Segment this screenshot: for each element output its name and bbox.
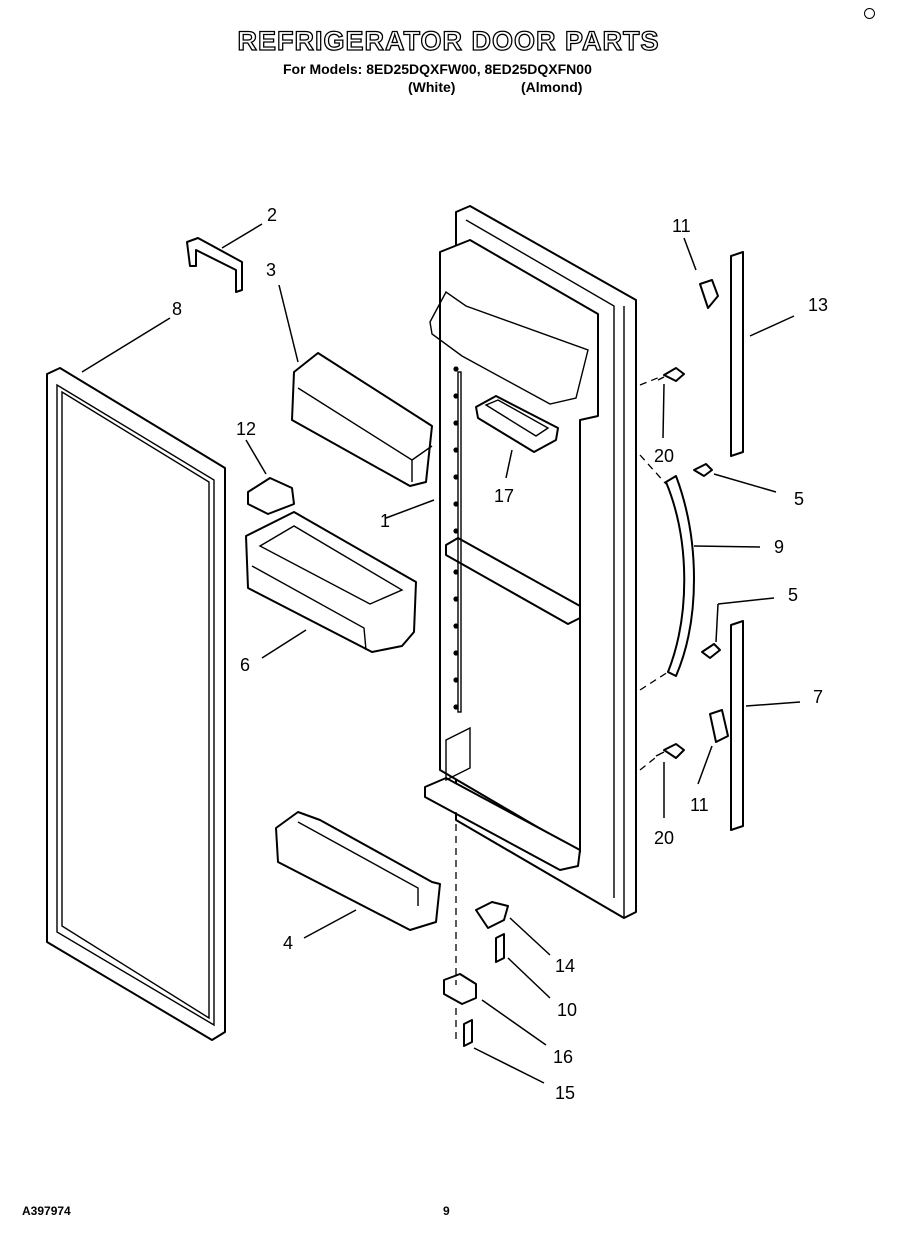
callout-9: 9 (774, 537, 784, 557)
clip (186, 237, 243, 293)
hinge-bushing (475, 901, 509, 929)
callout-labels: 2 3 8 12 1 17 6 4 11 13 20 5 9 5 7 11 20… (172, 205, 828, 1103)
door-handle (665, 475, 695, 677)
callout-11-upper: 11 (672, 216, 691, 236)
color-label-almond: (Almond) (521, 79, 583, 95)
small-bin (475, 395, 559, 453)
handle-screw-upper (693, 463, 713, 477)
handle-screw-lower (701, 643, 721, 659)
hinge-screw (495, 933, 505, 963)
door-gasket (46, 367, 226, 1041)
callout-1: 1 (380, 511, 390, 531)
models-line: For Models: 8ED25DQXFW00, 8ED25DQXFN00 (283, 61, 592, 77)
callout-16: 16 (553, 1047, 573, 1067)
assembly-lines (455, 376, 669, 1040)
callout-17: 17 (494, 486, 514, 506)
callout-12: 12 (236, 419, 256, 439)
callout-7: 7 (813, 687, 823, 707)
drawing-id: A397974 (22, 1204, 71, 1218)
trim-strip-lower (730, 620, 744, 831)
callout-10: 10 (557, 1000, 577, 1020)
handle-clip-lower (709, 709, 729, 743)
screw-lower (655, 743, 685, 759)
door-liner-holes (453, 366, 459, 710)
door-assembly (424, 205, 637, 919)
callout-5-upper: 5 (794, 489, 804, 509)
callout-15: 15 (555, 1083, 575, 1103)
callout-20-upper: 20 (654, 446, 674, 466)
door-bin (245, 511, 417, 653)
hinge-bracket (443, 973, 477, 1005)
callout-8: 8 (172, 299, 182, 319)
bottom-bin (275, 811, 441, 931)
handle-clip-upper (699, 279, 719, 309)
corner-registration-mark (864, 8, 875, 19)
callout-4: 4 (283, 933, 293, 953)
color-label-white: (White) (408, 79, 456, 95)
callout-20-lower: 20 (654, 828, 674, 848)
page-number: 9 (443, 1204, 450, 1218)
callout-3: 3 (266, 260, 276, 280)
trim-strip-upper (730, 251, 744, 457)
callout-5-lower: 5 (788, 585, 798, 605)
hinge-pin-screw (463, 1019, 473, 1047)
dairy-compartment (291, 352, 433, 487)
dairy-stop (247, 477, 295, 515)
leader-lines (81, 223, 801, 1084)
callout-6: 6 (240, 655, 250, 675)
callout-11-lower: 11 (690, 795, 709, 815)
callout-14: 14 (555, 956, 575, 976)
callout-2: 2 (267, 205, 277, 225)
screw-upper (657, 367, 685, 382)
callout-13: 13 (808, 295, 828, 315)
page-title: REFRIGERATOR DOOR PARTS (237, 25, 660, 56)
